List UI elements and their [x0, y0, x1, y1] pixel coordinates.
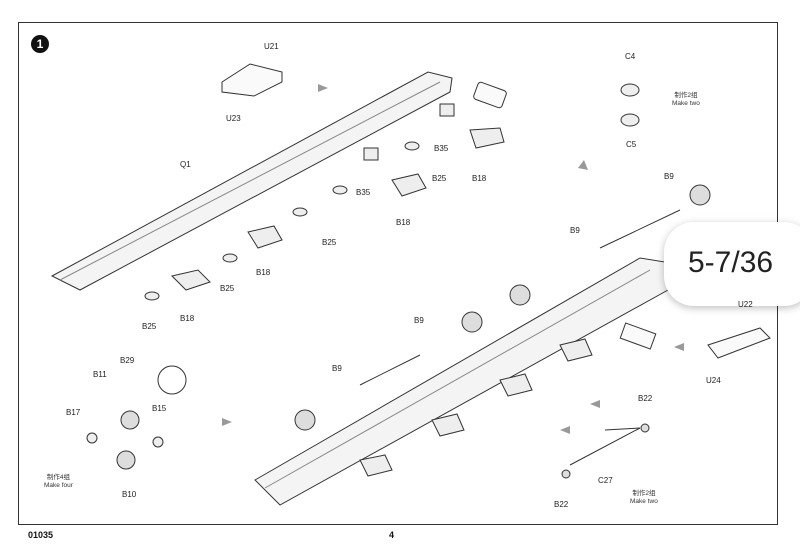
- part-label-b11: B11: [93, 370, 107, 379]
- part-label-q1: Q1: [180, 160, 191, 169]
- part-label-b22-a: B22: [638, 394, 653, 403]
- part-label-u23: U23: [226, 114, 241, 123]
- part-label-b9-a: B9: [664, 172, 674, 181]
- part-label-b25-c: B25: [220, 284, 235, 293]
- part-label-c4: C4: [625, 52, 636, 61]
- part-label-c27: C27: [598, 476, 613, 485]
- part-label-b18-b: B18: [396, 218, 411, 227]
- page-counter-overlay: 5-7/36: [664, 222, 800, 306]
- part-label-b9-b: B9: [570, 226, 580, 235]
- part-label-u24: U24: [706, 376, 721, 385]
- part-label-u22: U22: [738, 300, 753, 309]
- part-label-b18-c: B18: [256, 268, 271, 277]
- catalog-number: 01035: [28, 530, 54, 540]
- part-label-b9-d: B9: [332, 364, 342, 373]
- part-label-b25-b: B25: [322, 238, 337, 247]
- part-label-b15: B15: [152, 404, 167, 413]
- part-label-b18-d: B18: [180, 314, 195, 323]
- part-label-b29: B29: [120, 356, 135, 365]
- step-number-badge: 1: [31, 35, 49, 53]
- part-label-b10: B10: [122, 490, 137, 499]
- part-label-b9-c: B9: [414, 316, 424, 325]
- page-number: 4: [389, 530, 395, 540]
- part-label-b35-a: B35: [434, 144, 449, 153]
- part-label-b18-a: B18: [472, 174, 487, 183]
- part-label-c5: C5: [626, 140, 637, 149]
- upper-hull-side: [50, 71, 453, 291]
- part-label-b17: B17: [66, 408, 81, 417]
- page-counter-text: 5-7/36: [688, 246, 774, 279]
- part-label-b35-b: B35: [356, 188, 371, 197]
- part-label-b25-a: B25: [432, 174, 447, 183]
- part-label-b25-d: B25: [142, 322, 157, 331]
- part-label-u21: U21: [264, 42, 279, 51]
- part-label-b22-b: B22: [554, 500, 569, 509]
